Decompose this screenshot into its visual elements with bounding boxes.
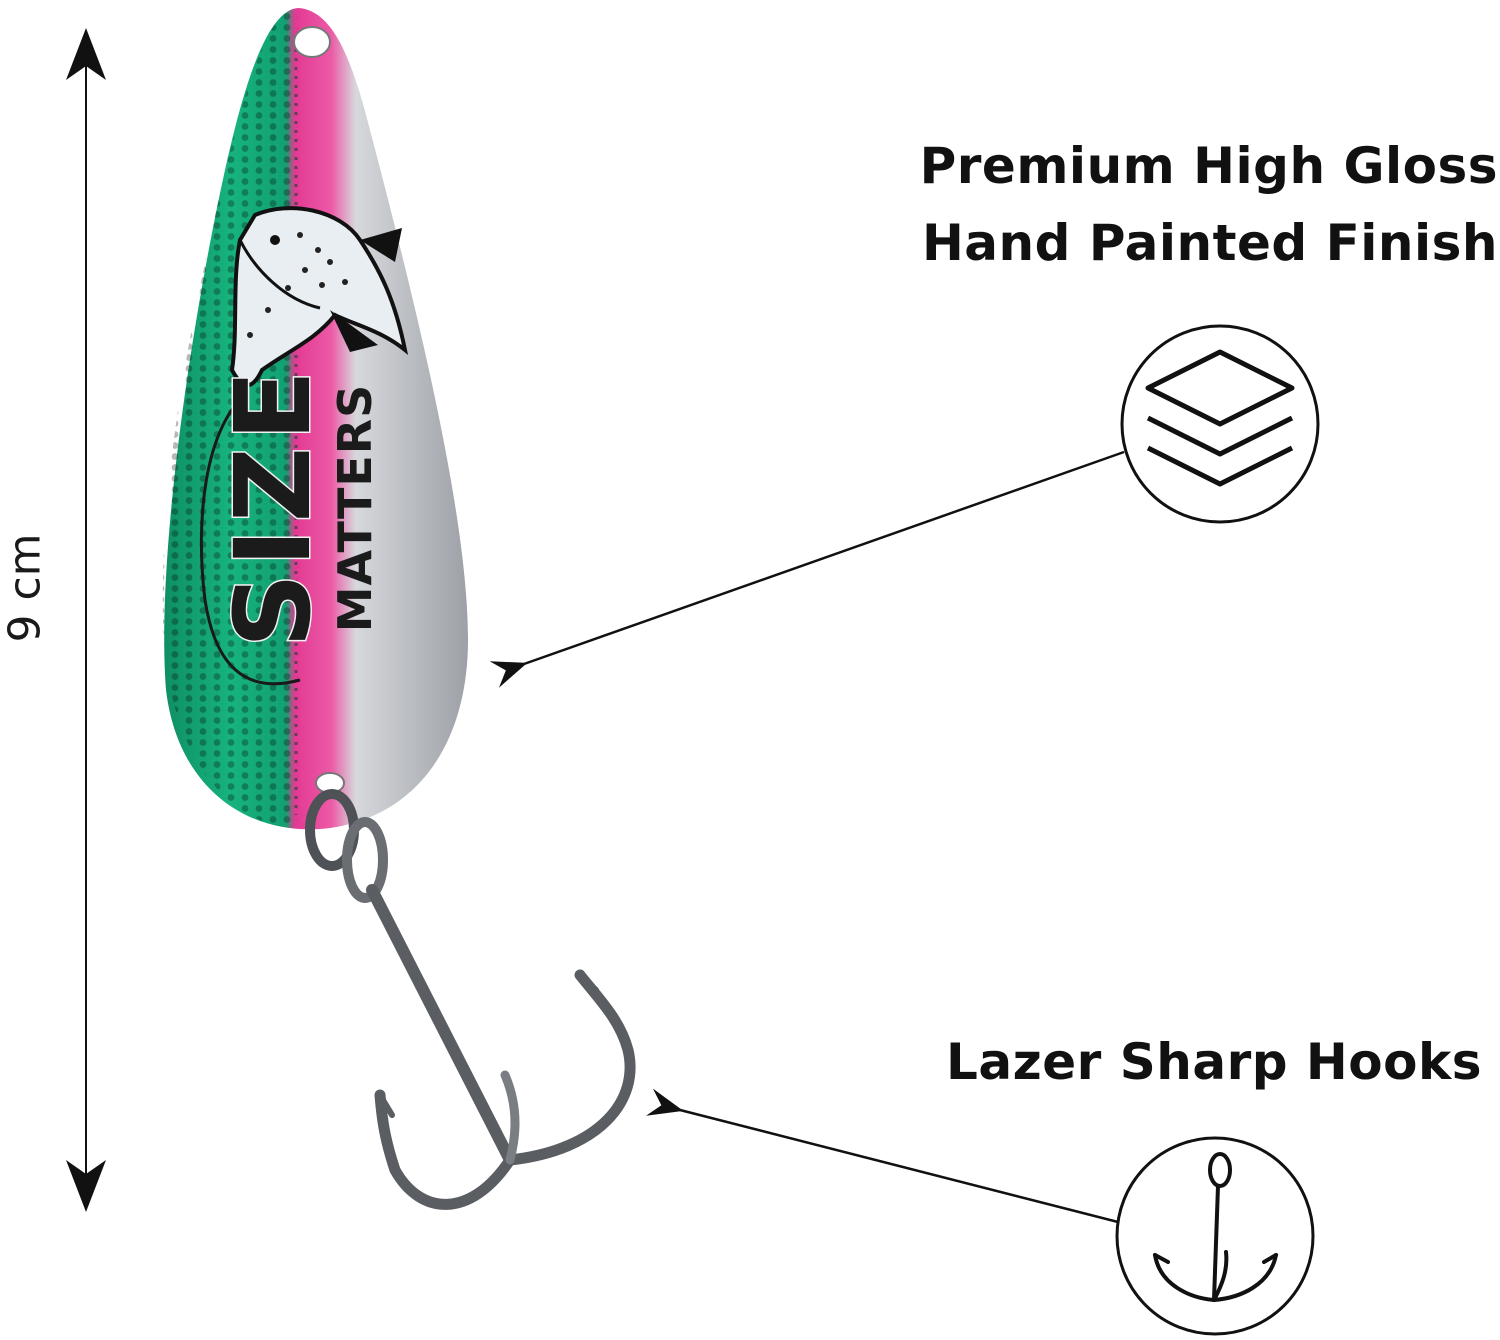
- lure-logo-main: SIZE: [211, 362, 336, 649]
- gloss-finish-title: Premium High Gloss Hand Painted Finish: [920, 128, 1498, 282]
- dimension-arrow: [66, 28, 106, 1212]
- fish-illustration: [229, 206, 409, 387]
- gloss-title-line1: Premium High Gloss: [919, 137, 1498, 195]
- treble-hook-icon: [1115, 1136, 1315, 1336]
- hooks-title: Lazer Sharp Hooks: [946, 1033, 1482, 1091]
- gloss-pointer-arrow: [489, 450, 1125, 688]
- hook-pointer-arrow: [646, 1088, 1119, 1224]
- gloss-title-line2: Hand Painted Finish: [921, 214, 1498, 272]
- lure-logo-sub: MATTERS: [328, 383, 382, 633]
- treble-hook: [305, 789, 636, 1210]
- dimension-label: 9 cm: [0, 533, 51, 643]
- layers-icon: [1120, 324, 1320, 524]
